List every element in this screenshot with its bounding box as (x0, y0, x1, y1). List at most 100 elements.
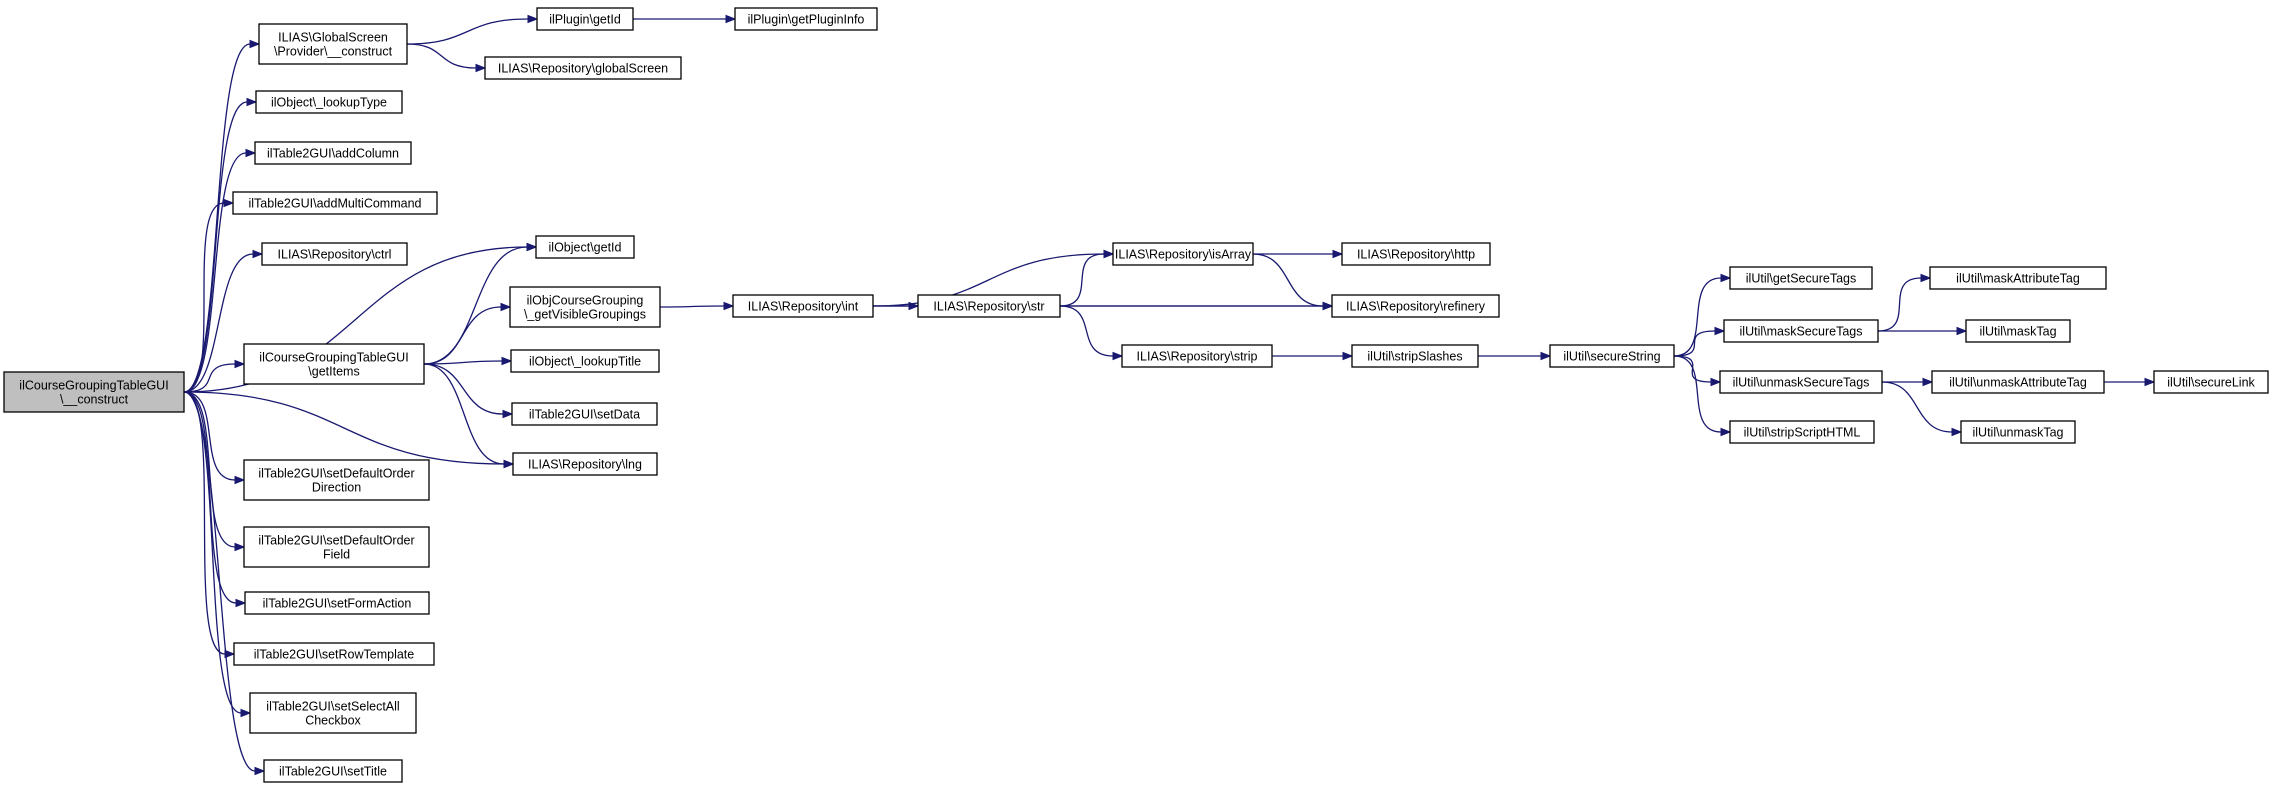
node-box (732, 294, 874, 318)
node-unmaskattr[interactable]: ilUtil\unmaskAttributeTag (1931, 370, 2105, 394)
node-label: ILIAS\Repository\str (933, 300, 1044, 314)
edge-line (1673, 330, 1716, 357)
node-plugin-getid[interactable]: ilPlugin\getId (536, 7, 634, 31)
node-label: \_getVisibleGroupings (524, 308, 646, 322)
arrow-head-icon (224, 649, 236, 659)
edge-visgroup-to-int (659, 301, 735, 311)
edge-unmasksecure-to-unmaskattr (1882, 377, 1934, 387)
node-strip[interactable]: ILIAS\Repository\strip (1121, 344, 1273, 368)
node-label: Direction (312, 481, 361, 495)
edge-line (183, 391, 236, 481)
node-plugin-info[interactable]: ilPlugin\getPluginInfo (734, 7, 878, 31)
node-label: ilUtil\stripScriptHTML (1744, 426, 1861, 440)
arrow-head-icon (254, 766, 266, 776)
edge-line (1059, 305, 1114, 357)
node-repo-gs[interactable]: ILIAS\Repository\globalScreen (484, 56, 682, 80)
node-rowtpl[interactable]: ilTable2GUI\setRowTemplate (233, 642, 435, 666)
arrow-head-icon (725, 14, 737, 24)
arrow-head-icon (1103, 249, 1115, 259)
node-label: ilCourseGroupingTableGUI (19, 379, 168, 393)
node-securestring[interactable]: ilUtil\secureString (1549, 344, 1675, 368)
node-root[interactable]: ilCourseGroupingTableGUI\__construct (3, 371, 185, 413)
node-stripscript[interactable]: ilUtil\stripScriptHTML (1729, 420, 1875, 444)
edge-plugin-getid-to-plugin-info (633, 14, 737, 24)
node-securelink[interactable]: ilUtil\secureLink (2153, 370, 2269, 394)
node-box (484, 56, 682, 80)
node-formaction[interactable]: ilTable2GUI\setFormAction (244, 591, 430, 615)
arrow-head-icon (475, 63, 487, 73)
arrow-head-icon (503, 459, 515, 469)
node-addmulti[interactable]: ilTable2GUI\addMultiCommand (232, 191, 438, 215)
node-label: ilObject\_lookupType (271, 96, 387, 110)
arrow-head-icon (234, 542, 246, 552)
node-box (261, 242, 408, 266)
node-label: ilUtil\unmaskTag (1972, 426, 2063, 440)
node-label: ilUtil\secureString (1563, 350, 1660, 364)
edge-unmasksecure-to-unmasktag (1881, 381, 1963, 437)
node-label: ILIAS\Repository\ctrl (278, 248, 392, 262)
node-http[interactable]: ILIAS\Repository\http (1341, 242, 1491, 266)
edge-securestring-to-masksecure (1673, 326, 1726, 357)
edge-stripslashes-to-securestring (1478, 351, 1552, 361)
node-box (1549, 344, 1675, 368)
node-lookuptype[interactable]: ilObject\_lookupType (255, 90, 403, 114)
edge-line (183, 391, 236, 548)
node-unmasksecure[interactable]: ilUtil\unmaskSecureTags (1719, 370, 1883, 394)
node-label: ilUtil\maskTag (1979, 325, 2056, 339)
node-int[interactable]: ILIAS\Repository\int (732, 294, 874, 318)
node-box (254, 141, 412, 165)
node-getsecure[interactable]: ilUtil\getSecureTags (1729, 266, 1873, 290)
edge-getitems-to-lookuptitle (423, 356, 513, 366)
node-maskattr[interactable]: ilUtil\maskAttributeTag (1929, 266, 2107, 290)
node-label: ilUtil\stripSlashes (1367, 350, 1462, 364)
edge-root-to-sdo-dir (183, 391, 246, 485)
arrow-head-icon (1540, 351, 1552, 361)
node-addcolumn[interactable]: ilTable2GUI\addColumn (254, 141, 412, 165)
edge-line (1881, 381, 1953, 433)
node-gs[interactable]: ILIAS\GlobalScreen\Provider\__construct (258, 23, 408, 65)
nodes-layer: ilCourseGroupingTableGUI\__constructILIA… (3, 7, 2269, 783)
node-label: ilTable2GUI\setFormAction (263, 597, 412, 611)
node-masksecure[interactable]: ilUtil\maskSecureTags (1723, 319, 1879, 343)
edge-root-to-sdo-field (183, 391, 246, 552)
node-stripslashes[interactable]: ilUtil\stripSlashes (1351, 344, 1479, 368)
edge-root-to-gs (183, 39, 261, 393)
node-label: ILIAS\Repository\int (748, 300, 859, 314)
edge-securestring-to-unmasksecure (1673, 355, 1722, 387)
edge-line (183, 43, 251, 393)
node-label: ilUtil\unmaskSecureTags (1733, 376, 1870, 390)
node-masktag[interactable]: ilUtil\maskTag (1965, 319, 2071, 343)
node-label: ILIAS\Repository\lng (528, 458, 642, 472)
arrow-head-icon (1714, 326, 1726, 336)
node-obj-getid[interactable]: ilObject\getId (535, 235, 635, 259)
node-lng[interactable]: ILIAS\Repository\lng (512, 452, 658, 476)
arrow-head-icon (502, 409, 514, 419)
node-ctrl[interactable]: ILIAS\Repository\ctrl (261, 242, 408, 266)
node-getitems[interactable]: ilCourseGroupingTableGUI\getItems (243, 343, 425, 385)
edge-isarray-to-http (1253, 249, 1344, 259)
node-lookuptitle[interactable]: ilObject\_lookupTitle (510, 349, 660, 373)
node-label: ilUtil\maskAttributeTag (1956, 272, 2080, 286)
arrow-head-icon (2144, 377, 2156, 387)
node-str[interactable]: ILIAS\Repository\str (917, 294, 1061, 318)
edge-line (183, 391, 242, 714)
node-visgroup[interactable]: ilObjCourseGrouping\_getVisibleGroupings (509, 286, 661, 328)
node-unmasktag[interactable]: ilUtil\unmaskTag (1960, 420, 2076, 444)
node-label: ilPlugin\getId (549, 13, 621, 27)
node-settitle[interactable]: ilTable2GUI\setTitle (263, 759, 403, 783)
node-label: Field (323, 548, 350, 562)
node-label: ilTable2GUI\setData (529, 408, 640, 422)
node-refinery[interactable]: ILIAS\Repository\refinery (1331, 294, 1500, 318)
node-label: ILIAS\Repository\globalScreen (498, 62, 668, 76)
node-box (244, 591, 430, 615)
node-setdata[interactable]: ilTable2GUI\setData (511, 402, 658, 426)
edge-line (406, 43, 477, 69)
arrow-head-icon (1710, 377, 1722, 387)
node-isarray[interactable]: ILIAS\Repository\isArray (1112, 242, 1254, 266)
node-label: ilTable2GUI\addMultiCommand (249, 197, 422, 211)
node-box (2153, 370, 2269, 394)
edge-line (183, 253, 254, 393)
